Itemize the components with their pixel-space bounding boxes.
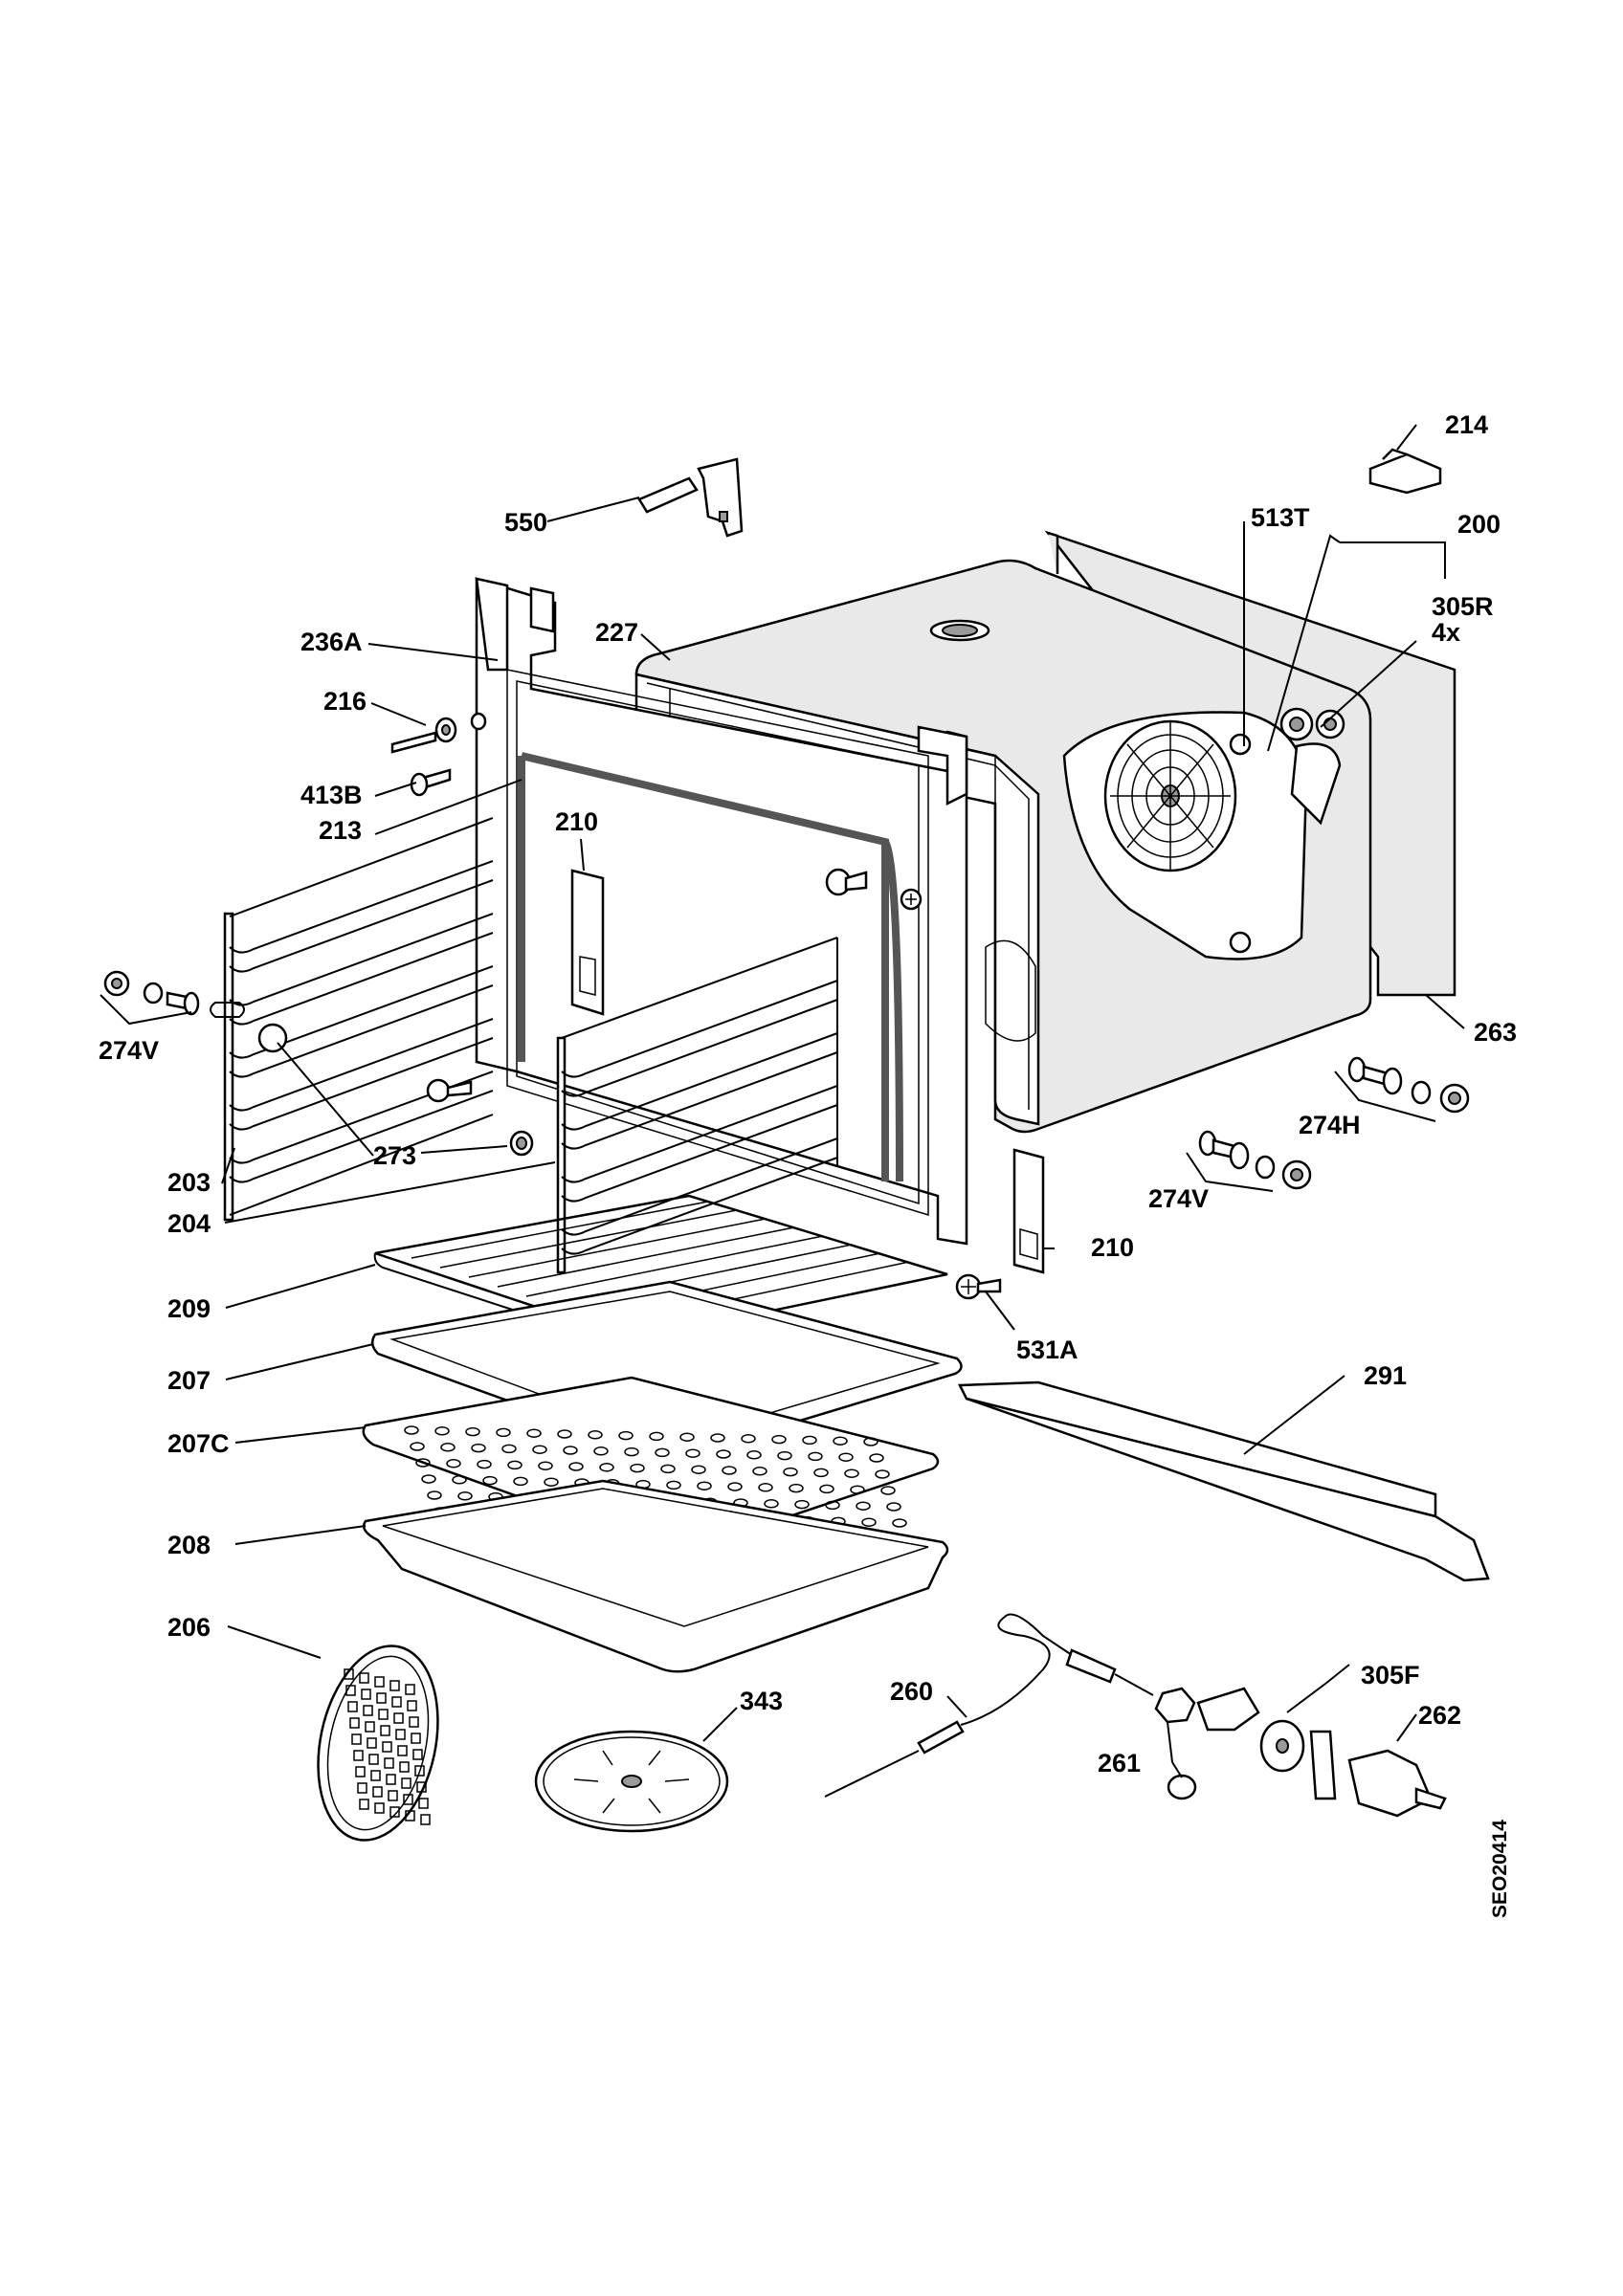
label-213: 213 [319, 816, 362, 845]
label-207C: 207C [167, 1429, 230, 1458]
deep-tray-208 [362, 1479, 949, 1673]
rail-291 [958, 1380, 1490, 1582]
fixings-274V-right [1198, 1130, 1312, 1190]
deflector-343 [534, 1730, 729, 1833]
drawing-code: SEO20414 [1489, 1820, 1511, 1918]
label-209: 209 [167, 1294, 211, 1323]
label-203: 203 [167, 1168, 211, 1197]
label-262: 262 [1418, 1701, 1461, 1730]
label-210-top: 210 [555, 807, 598, 836]
label-214: 214 [1445, 410, 1488, 439]
frame-hinge-left [475, 577, 509, 672]
leader-lines [100, 424, 1465, 1778]
label-200: 200 [1457, 510, 1501, 539]
fixings-274V-left [103, 970, 200, 1016]
label-227: 227 [595, 618, 638, 647]
side-runner-right-204 [556, 937, 838, 1274]
frame-hinge-right [917, 725, 968, 806]
meat-probe-260 [824, 1613, 1154, 1798]
washer-305F [1259, 1719, 1337, 1800]
screw-right-1 [825, 868, 923, 911]
screw-413B [410, 768, 452, 797]
door-seal-213 [518, 752, 903, 1182]
label-413B: 413B [300, 781, 363, 809]
part-labels: 214 550 513T 200 305R 4x 236A 227 216 41… [99, 410, 1517, 1918]
label-531A: 531A [1016, 1336, 1078, 1364]
label-260: 260 [890, 1677, 933, 1706]
label-204: 204 [167, 1209, 211, 1238]
label-305F: 305F [1361, 1661, 1420, 1689]
connector-262 [1347, 1749, 1447, 1818]
label-207: 207 [167, 1366, 211, 1395]
label-274V-left: 274V [99, 1036, 159, 1065]
screw-216 [390, 712, 487, 754]
label-513T: 513T [1251, 503, 1310, 532]
front-frame-236A [475, 577, 968, 1246]
label-4x: 4x [1432, 618, 1460, 647]
bracket-550 [637, 457, 744, 538]
label-274H: 274H [1299, 1111, 1361, 1139]
fan-guard-206 [317, 1645, 439, 1842]
label-208: 208 [167, 1531, 211, 1559]
side-runner-left-203 [210, 817, 494, 1222]
probe-socket-261 [1154, 1687, 1260, 1800]
label-291: 291 [1364, 1361, 1407, 1390]
label-216: 216 [323, 687, 367, 716]
label-343: 343 [740, 1687, 783, 1715]
label-274V-right: 274V [1148, 1184, 1209, 1213]
catch-214 [1368, 448, 1442, 495]
label-206: 206 [167, 1613, 211, 1642]
label-210-bottom: 210 [1091, 1233, 1134, 1262]
label-263: 263 [1474, 1018, 1517, 1047]
label-261: 261 [1098, 1749, 1141, 1777]
screw-531A [426, 1078, 1002, 1300]
label-236A: 236A [300, 628, 363, 656]
lamp-cover-210-top [570, 869, 605, 1016]
label-550: 550 [504, 508, 547, 537]
oven-cavity-227 [634, 530, 1456, 1134]
label-273: 273 [373, 1141, 416, 1170]
label-305R: 305R [1432, 592, 1494, 621]
lamp-cover-210-bottom [1012, 1148, 1045, 1274]
fixings-274H [1347, 1056, 1470, 1114]
